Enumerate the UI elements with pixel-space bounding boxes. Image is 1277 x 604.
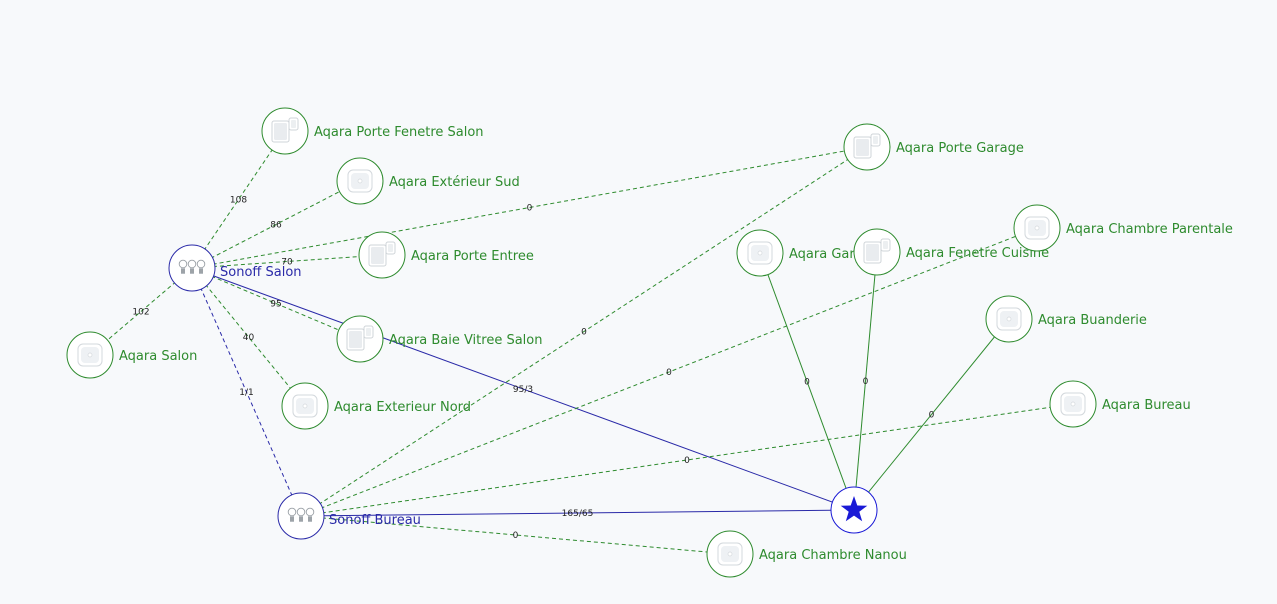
node-label: Aqara Salon <box>119 349 197 364</box>
link-quality-label: 0 <box>684 456 690 466</box>
node-chambre-parentale[interactable]: Aqara Chambre Parentale <box>1013 204 1233 252</box>
link-sonoff_bureau-porte_garage <box>300 146 868 517</box>
node-label: Sonoff Bureau <box>329 513 421 528</box>
node-baie-vitree[interactable]: Aqara Baie Vitree Salon <box>336 315 542 363</box>
node-label: Aqara Porte Garage <box>896 141 1024 156</box>
node-label: Aqara Fenetre Cuisine <box>906 246 1049 261</box>
node-salon[interactable]: Aqara Salon <box>66 331 197 379</box>
link-quality-label: 70 <box>281 258 293 268</box>
node-bureau[interactable]: Aqara Bureau <box>1049 380 1191 428</box>
temp-sensor-icon <box>347 169 373 193</box>
node-label: Sonoff Salon <box>220 265 302 280</box>
temp-sensor-icon <box>1060 392 1086 416</box>
node-label: Aqara Porte Fenetre Salon <box>314 125 484 140</box>
link-sonoff_salon-sonoff_bureau <box>191 267 302 517</box>
node-label: Aqara Buanderie <box>1038 313 1147 328</box>
node-label: Aqara Baie Vitree Salon <box>389 333 542 348</box>
link-quality-label: 1/1 <box>239 388 253 398</box>
link-sonoff_salon-porte_entree <box>191 254 383 269</box>
node-fenetre-cuisine[interactable]: Aqara Fenetre Cuisine <box>853 228 1049 276</box>
temp-sensor-icon <box>292 394 318 418</box>
link-sonoff_bureau-chambre_nanou <box>300 515 731 555</box>
node-label: Aqara Exterieur Nord <box>334 400 471 415</box>
temp-sensor-icon <box>747 241 773 265</box>
node-label: Aqara Bureau <box>1102 398 1191 413</box>
node-porte-entree[interactable]: Aqara Porte Entree <box>358 231 534 279</box>
link-quality-label: 165/65 <box>562 509 594 519</box>
link-sonoff_bureau-chambre_parentale <box>300 227 1038 517</box>
link-coordinator-garage <box>759 252 855 511</box>
link-quality-label: 0 <box>527 204 533 214</box>
node-label: Aqara Chambre Parentale <box>1066 222 1233 237</box>
temp-sensor-icon <box>1024 216 1050 240</box>
link-sonoff_salon-baie_vitree <box>191 267 361 340</box>
link-quality-label: 102 <box>132 308 149 318</box>
temp-sensor-icon <box>717 542 743 566</box>
link-sonoff_salon-exterieur_nord <box>191 267 306 407</box>
link-quality-label: 86 <box>270 221 282 231</box>
bulbs-icon <box>178 259 206 275</box>
node-sonoff-salon[interactable]: Sonoff Salon <box>168 244 302 292</box>
link-quality-label: 95/3 <box>513 385 533 395</box>
node-label: Aqara Extérieur Sud <box>389 175 520 190</box>
link-coordinator-fenetre_cuisine <box>853 251 878 511</box>
node-porte-garage[interactable]: Aqara Porte Garage <box>843 123 1024 171</box>
link-quality-label: 0 <box>929 411 935 421</box>
link-quality-label: 40 <box>243 333 255 343</box>
link-quality-label: 0 <box>513 531 519 541</box>
link-sonoff_salon-porte_garage <box>191 146 868 269</box>
link-quality-label: 0 <box>804 378 810 388</box>
node-chambre-nanou[interactable]: Aqara Chambre Nanou <box>706 530 907 578</box>
link-sonoff_salon-coordinator <box>191 267 855 511</box>
node-sonoff-bureau[interactable]: Sonoff Bureau <box>277 492 421 540</box>
node-label: Aqara Chambre Nanou <box>759 548 907 563</box>
bulbs-icon <box>287 507 315 523</box>
link-coordinator-buanderie <box>853 318 1010 511</box>
node-coordinator[interactable] <box>830 486 878 534</box>
node-exterieur-nord[interactable]: Aqara Exterieur Nord <box>281 382 471 430</box>
link-sonoff_bureau-coordinator <box>300 509 855 517</box>
link-sonoff_salon-exterieur_sud <box>191 180 361 269</box>
temp-sensor-icon <box>996 307 1022 331</box>
link-quality-label: 0 <box>666 368 672 378</box>
link-quality-label: 95 <box>270 300 281 310</box>
temp-sensor-icon <box>77 343 103 367</box>
node-exterieur-sud[interactable]: Aqara Extérieur Sud <box>336 157 520 205</box>
node-label: Aqara Porte Entree <box>411 249 534 264</box>
node-buanderie[interactable]: Aqara Buanderie <box>985 295 1147 343</box>
link-quality-label: 0 <box>581 328 587 338</box>
link-quality-label: 0 <box>863 377 869 387</box>
link-quality-label: 108 <box>230 196 247 206</box>
node-porte-fenetre-salon[interactable]: Aqara Porte Fenetre Salon <box>261 107 484 155</box>
